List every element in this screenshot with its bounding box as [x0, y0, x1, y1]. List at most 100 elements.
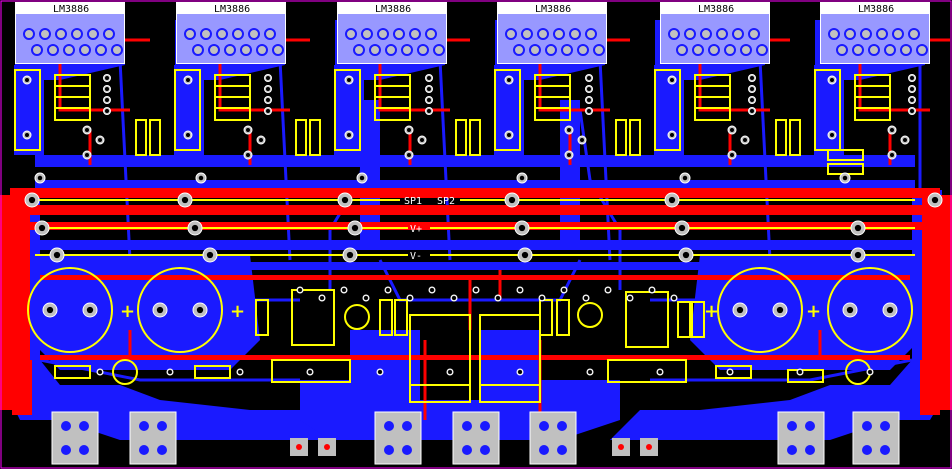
ic-pin-pad: [425, 28, 437, 40]
ic-pin-pad: [79, 44, 91, 56]
ic-pin-pad: [553, 28, 565, 40]
ic-pin-pad: [756, 44, 768, 56]
via-hole: [408, 296, 412, 300]
via-hole: [910, 76, 914, 80]
ic-label: LM3886: [375, 4, 411, 15]
terminal-pin: [157, 421, 167, 431]
via-hole: [830, 133, 834, 137]
square-pad-hole: [296, 444, 302, 450]
via-hole: [156, 306, 164, 314]
via-hole: [518, 370, 522, 374]
ic-pin-pad: [103, 28, 115, 40]
ic-pin-pad: [39, 28, 51, 40]
via-hole: [830, 78, 834, 82]
via-hole: [587, 98, 591, 102]
via-hole: [266, 98, 270, 102]
via-hole: [567, 128, 571, 132]
ic-pin-pad: [569, 28, 581, 40]
via-hole: [191, 224, 199, 232]
ic-pin-pad: [401, 44, 413, 56]
ic-pin-pad: [529, 44, 541, 56]
via-hole: [518, 288, 522, 292]
ic-pin-pad: [409, 28, 421, 40]
via-hole: [308, 370, 312, 374]
via-hole: [890, 153, 894, 157]
ic-pin-pad: [844, 28, 856, 40]
ic-pin-pad: [111, 44, 123, 56]
via-hole: [407, 153, 411, 157]
via-hole: [420, 138, 424, 142]
terminal-pin: [480, 421, 490, 431]
ic-pin-pad: [521, 28, 533, 40]
ic-pin-pad: [248, 28, 260, 40]
via-hole: [682, 175, 688, 181]
ic-pin-pad: [208, 44, 220, 56]
via-hole: [246, 153, 250, 157]
via-hole: [842, 175, 848, 181]
via-hole: [266, 109, 270, 113]
via-hole: [105, 76, 109, 80]
terminal-pin: [805, 445, 815, 455]
ic-pin-pad: [23, 28, 35, 40]
ic-pin-pad: [908, 28, 920, 40]
net-labels: SP1 SP2 V+ V-: [404, 196, 455, 262]
via-hole: [658, 370, 662, 374]
ic-pin-pad: [537, 28, 549, 40]
via-hole: [584, 296, 588, 300]
ic-pin-pad: [892, 28, 904, 40]
ic-pin-pad: [876, 28, 888, 40]
terminal-pin: [787, 445, 797, 455]
via-hole: [580, 138, 584, 142]
ic-pin-pad: [724, 44, 736, 56]
via-hole: [86, 306, 94, 314]
via-hole: [98, 370, 102, 374]
terminal-pin: [402, 421, 412, 431]
via-hole: [931, 196, 939, 204]
ic-pin-pad: [545, 44, 557, 56]
via-hole: [508, 196, 516, 204]
via-hole: [728, 370, 732, 374]
via-hole: [519, 175, 525, 181]
via-hole: [507, 78, 511, 82]
ic-pin-pad: [676, 44, 688, 56]
via-hole: [37, 175, 43, 181]
via-hole: [105, 109, 109, 113]
terminal-block: [852, 411, 900, 465]
terminal-block: [452, 411, 500, 465]
via-hole: [25, 133, 29, 137]
via-hole: [903, 138, 907, 142]
ic-pin-pad: [369, 44, 381, 56]
ic-pin-pad: [216, 28, 228, 40]
via-hole: [53, 251, 61, 259]
via-hole: [670, 78, 674, 82]
via-hole: [750, 76, 754, 80]
ic-pin-pad: [417, 44, 429, 56]
terminal-pin: [157, 445, 167, 455]
terminal-pin: [557, 445, 567, 455]
via-hole: [910, 98, 914, 102]
ic-pin-pad: [63, 44, 75, 56]
terminal-pin: [79, 421, 89, 431]
ic-pin-pad: [513, 44, 525, 56]
via-hole: [448, 370, 452, 374]
terminal-pin: [539, 421, 549, 431]
via-hole: [198, 175, 204, 181]
ic-pin-pad: [577, 44, 589, 56]
via-hole: [587, 76, 591, 80]
terminal-block: [777, 411, 825, 465]
via-hole: [668, 196, 676, 204]
via-hole: [886, 306, 894, 314]
ic-pin-pad: [87, 28, 99, 40]
polarity-marks: + + + +: [120, 301, 821, 322]
via-hole: [186, 78, 190, 82]
ic-pin-pad: [47, 44, 59, 56]
via-hole: [628, 296, 632, 300]
square-pad-hole: [324, 444, 330, 450]
square-pad-hole: [618, 444, 624, 450]
via-hole: [750, 109, 754, 113]
via-hole: [587, 87, 591, 91]
via-hole: [736, 306, 744, 314]
via-hole: [427, 109, 431, 113]
ic-pin-pad: [916, 44, 928, 56]
